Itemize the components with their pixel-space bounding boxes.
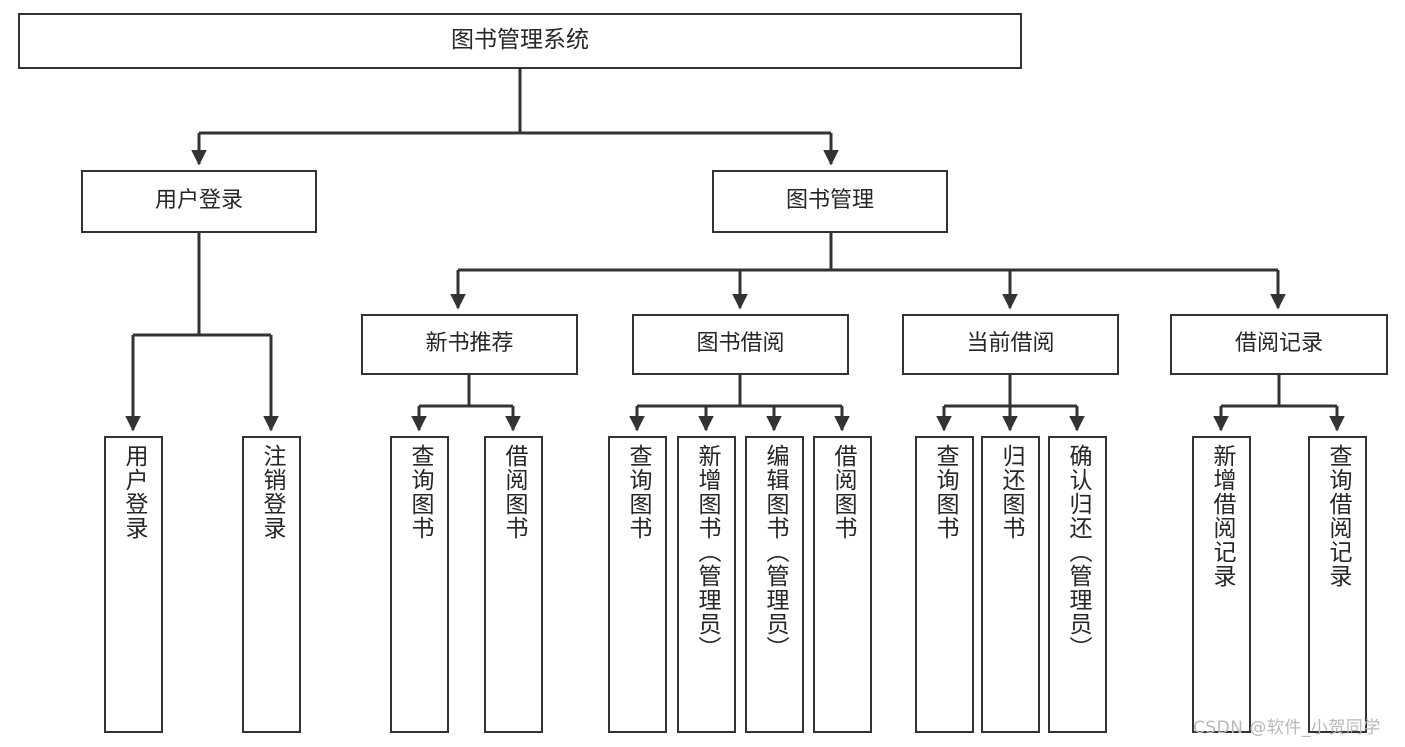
node-user-login[interactable]: 用户登录: [81, 170, 317, 233]
node-label: 新增借阅记录: [1209, 444, 1235, 588]
node-leaf-add-book[interactable]: 新增图书（管理员）: [677, 436, 736, 733]
node-leaf-edit-book[interactable]: 编辑图书（管理员）: [745, 436, 804, 733]
node-borrow-record[interactable]: 借阅记录: [1170, 314, 1388, 375]
node-leaf-query-borrow-record[interactable]: 查询借阅记录: [1308, 436, 1367, 733]
node-label: 图书借阅: [696, 331, 785, 357]
csdn-watermark: CSDN @软件_小贺同学: [1193, 718, 1381, 738]
node-leaf-borrow-book-2[interactable]: 借阅图书: [813, 436, 872, 733]
node-leaf-query-book-1[interactable]: 查询图书: [390, 436, 449, 733]
node-leaf-query-book-3[interactable]: 查询图书: [915, 436, 974, 733]
node-label: 归还图书: [998, 444, 1024, 540]
node-leaf-add-borrow-record[interactable]: 新增借阅记录: [1192, 436, 1251, 733]
node-label: 借阅图书: [501, 444, 527, 540]
node-leaf-user-login[interactable]: 用户登录: [104, 436, 163, 733]
node-label: 查询借阅记录: [1325, 444, 1351, 588]
node-leaf-query-book-2[interactable]: 查询图书: [608, 436, 667, 733]
node-root-book-management-system[interactable]: 图书管理系统: [18, 13, 1022, 69]
node-label: 借阅图书: [830, 444, 856, 540]
node-leaf-borrow-book-1[interactable]: 借阅图书: [484, 436, 543, 733]
node-leaf-logout[interactable]: 注销登录: [242, 436, 301, 733]
node-book-borrow[interactable]: 图书借阅: [632, 314, 849, 375]
node-label: 编辑图书（管理员）: [762, 444, 788, 660]
node-leaf-return-book[interactable]: 归还图书: [981, 436, 1040, 733]
node-book-manage[interactable]: 图书管理: [712, 170, 948, 233]
node-label: 用户登录: [121, 444, 147, 540]
node-label: 当前借阅: [966, 331, 1055, 357]
node-label: 查询图书: [932, 444, 958, 540]
node-label: 图书管理系统: [451, 27, 589, 54]
node-label: 确认归还（管理员）: [1065, 444, 1091, 660]
node-label: 新增图书（管理员）: [694, 444, 720, 660]
node-current-borrow[interactable]: 当前借阅: [902, 314, 1119, 375]
node-label: 借阅记录: [1234, 331, 1323, 357]
node-label: 查询图书: [625, 444, 651, 540]
node-label: 用户登录: [154, 188, 243, 214]
node-label: 注销登录: [259, 444, 285, 540]
node-label: 查询图书: [407, 444, 433, 540]
node-label: 图书管理: [785, 188, 874, 214]
node-new-book-recommend[interactable]: 新书推荐: [361, 314, 578, 375]
node-leaf-confirm-return[interactable]: 确认归还（管理员）: [1048, 436, 1107, 733]
node-label: 新书推荐: [425, 331, 514, 357]
